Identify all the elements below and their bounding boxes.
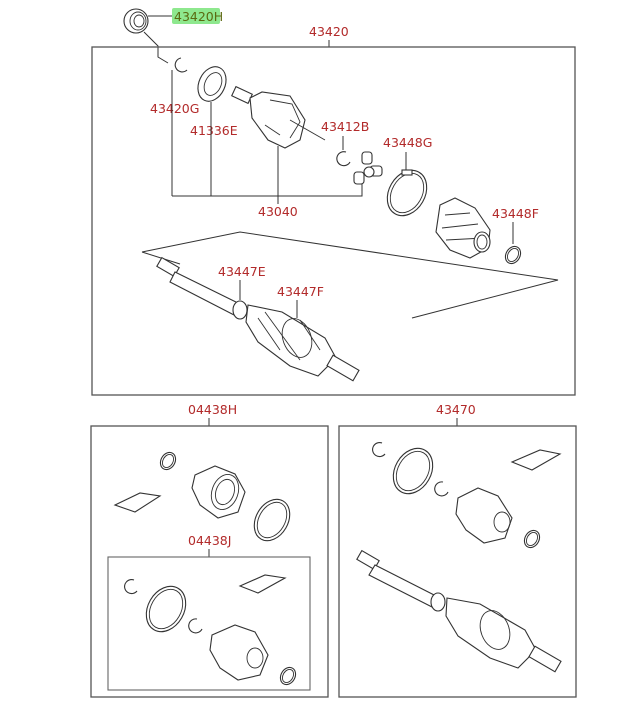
label-04438h[interactable]: 04438H	[188, 402, 237, 417]
label-43412b[interactable]: 43412B	[321, 119, 369, 134]
shaft-group-outline	[141, 231, 559, 319]
part-inner-joint-43040[interactable]	[230, 85, 326, 149]
frame-main-43420	[91, 46, 576, 396]
frame-kit-04438h	[90, 425, 329, 698]
kit-43470-large-band[interactable]	[385, 441, 440, 501]
kit-04438h-small-band[interactable]	[157, 450, 178, 473]
kit-43470-snap-ring[interactable]	[372, 442, 386, 458]
label-43420g[interactable]: 43420G	[150, 101, 199, 116]
kit-43470-small-band[interactable]	[521, 528, 542, 551]
frame-kit-04438j	[107, 556, 311, 691]
kit-04438j-boot[interactable]	[209, 624, 269, 681]
kit-04438h-grease-pack[interactable]	[113, 492, 162, 513]
part-snap-ring-43420g[interactable]	[174, 57, 188, 73]
label-43420h[interactable]: 43420H	[174, 9, 223, 24]
part-circlip-43412b[interactable]	[336, 151, 351, 167]
label-43448g[interactable]: 43448G	[383, 135, 432, 150]
kit-43470-grease-pack[interactable]	[510, 449, 562, 471]
kit-04438j-small-band[interactable]	[277, 665, 298, 688]
kit-43470-boot[interactable]	[455, 487, 513, 544]
kit-04438j-snap-ring[interactable]	[124, 579, 138, 595]
part-band-43448f[interactable]	[502, 244, 523, 267]
label-04438j[interactable]: 04438J	[188, 533, 231, 548]
label-43420[interactable]: 43420	[309, 24, 349, 39]
label-43447f[interactable]: 43447F	[277, 284, 324, 299]
part-band-43448g[interactable]	[379, 163, 434, 223]
kit-04438h-large-band[interactable]	[247, 493, 297, 547]
label-43448f[interactable]: 43448F	[492, 206, 539, 221]
part-tripod[interactable]	[353, 151, 383, 185]
label-43040[interactable]: 43040	[258, 204, 298, 219]
part-drive-shaft[interactable]	[156, 256, 360, 382]
shaft-group-outline-left	[141, 251, 181, 265]
label-41336e[interactable]: 41336E	[190, 123, 238, 138]
label-43470[interactable]: 43470	[436, 402, 476, 417]
kit-04438j-circlip[interactable]	[188, 618, 203, 634]
leader-bracket-43040	[172, 182, 363, 197]
label-43447e[interactable]: 43447E	[218, 264, 266, 279]
kit-04438h-boot[interactable]	[191, 465, 246, 519]
kit-43470-drive-shaft[interactable]	[356, 549, 562, 673]
frame-kit-43470	[338, 425, 577, 698]
kit-04438j-grease-pack[interactable]	[238, 574, 287, 594]
part-oil-seal-41336e[interactable]	[193, 62, 232, 106]
kit-04438j-large-band[interactable]	[138, 579, 193, 639]
part-boot[interactable]	[435, 197, 491, 259]
part-seal-43420h[interactable]	[123, 8, 149, 34]
kit-43470-circlip[interactable]	[434, 481, 449, 497]
highlight-43420h	[172, 8, 220, 24]
leader-43420h-down	[143, 31, 169, 64]
